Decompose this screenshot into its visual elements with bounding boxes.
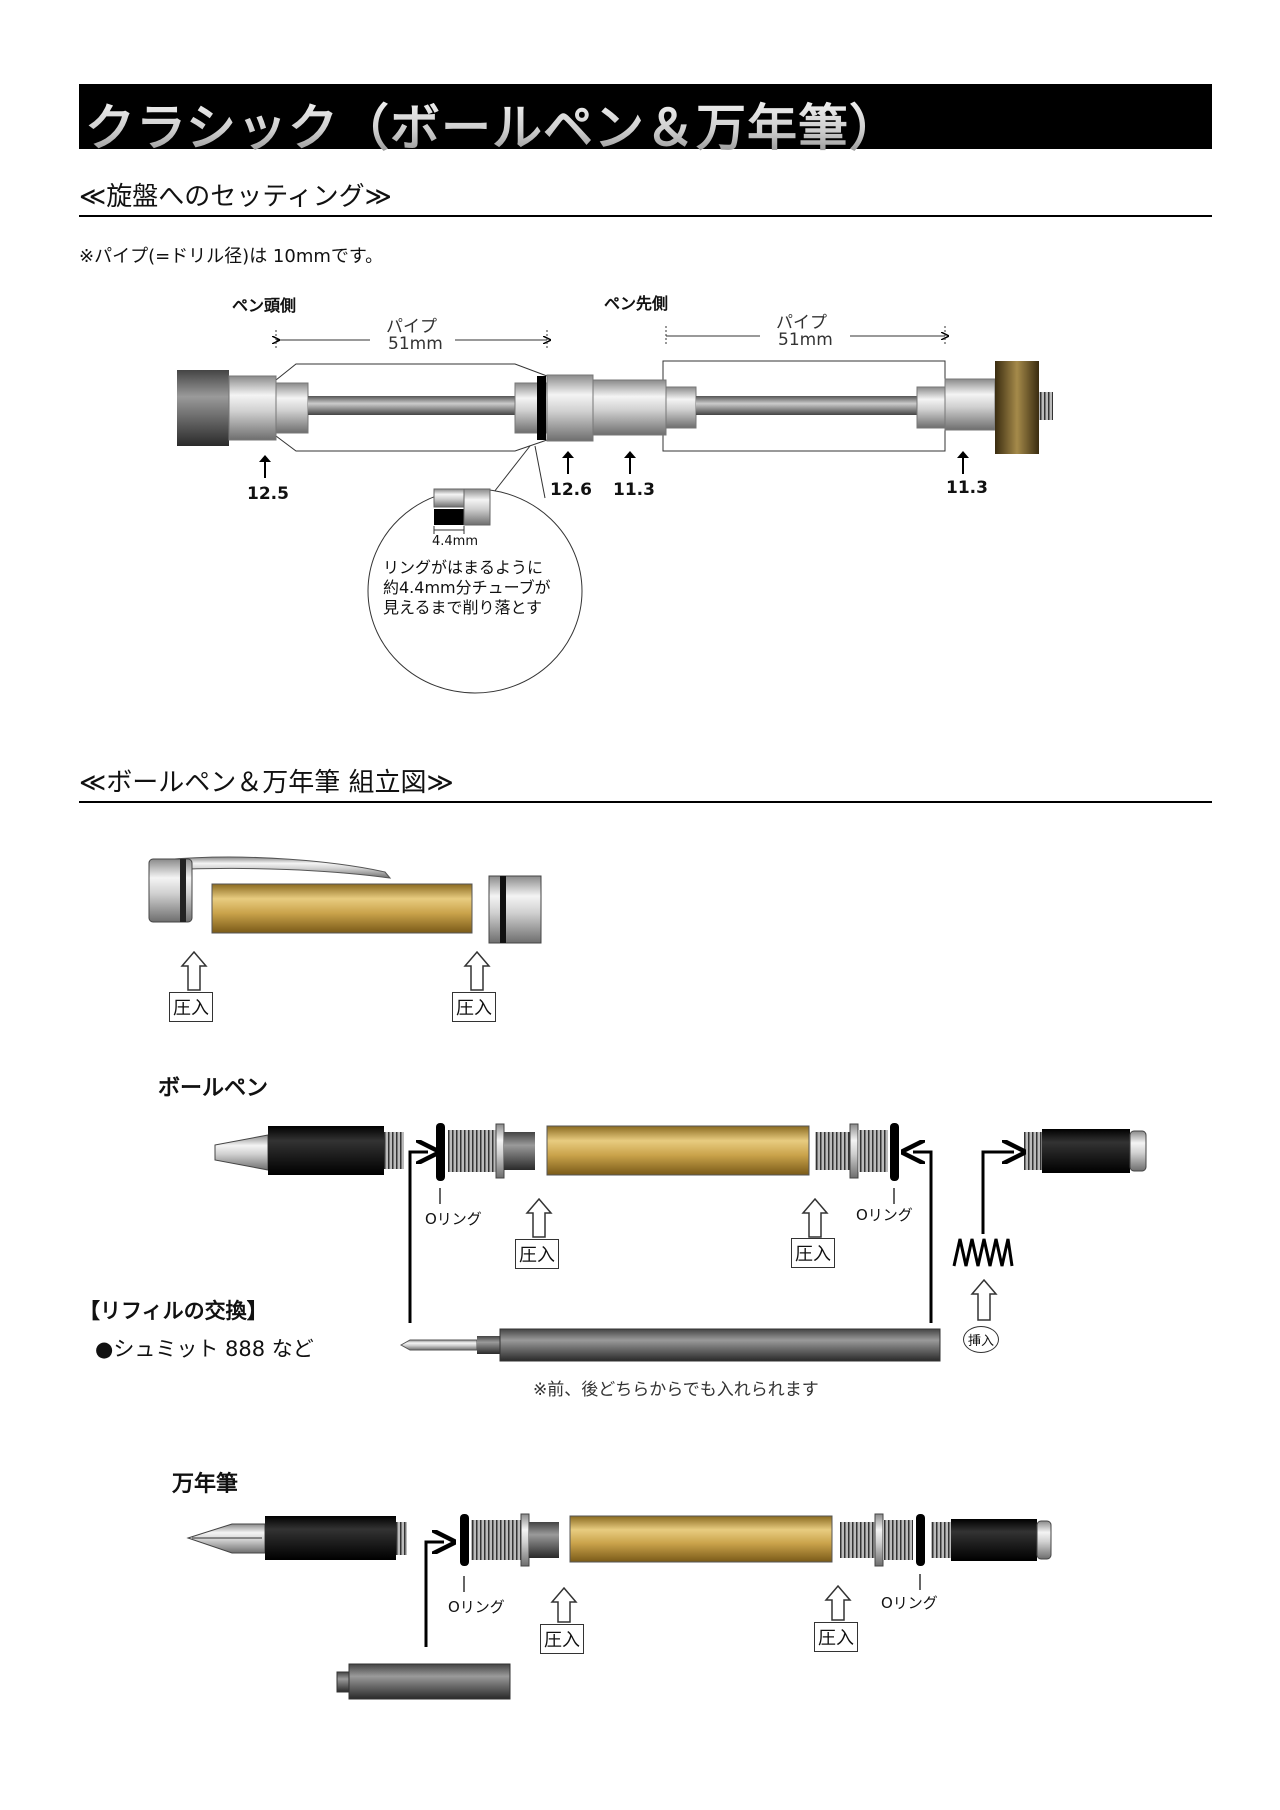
measurement-12-6: 12.6 bbox=[550, 480, 592, 500]
detail-line: 見えるまで削り落とす bbox=[383, 598, 543, 617]
ballpoint-assembly bbox=[214, 1123, 1147, 1362]
press-fit-label: 圧入 bbox=[169, 992, 213, 1022]
measurement-11-3-right: 11.3 bbox=[946, 478, 988, 498]
pipe-label-left: パイプ bbox=[386, 317, 437, 337]
pipe-length-left: 51mm bbox=[388, 334, 443, 354]
knurled-nut bbox=[995, 361, 1039, 454]
pen-tip-side-label: ペン先側 bbox=[604, 294, 669, 313]
lathe-mandrel-diagram bbox=[177, 326, 1053, 694]
o-ring-label: Oリング bbox=[856, 1206, 913, 1224]
refill-tip bbox=[399, 1339, 478, 1351]
o-ring-label: Oリング bbox=[448, 1598, 505, 1616]
ring-marker bbox=[537, 376, 546, 440]
o-ring-label: Oリング bbox=[881, 1594, 938, 1612]
section-heading-assembly: ≪ボールペン＆万年筆 組立図≫ bbox=[79, 762, 1212, 803]
title-bar: クラシック（ボールペン＆万年筆） bbox=[79, 84, 1212, 157]
gold-tube bbox=[211, 883, 473, 934]
ink-cartridge bbox=[348, 1663, 511, 1700]
refill-heading: 【リフィルの交換】 bbox=[79, 1299, 268, 1323]
press-fit-label: 圧入 bbox=[814, 1622, 858, 1652]
o-ring-label: Oリング bbox=[425, 1210, 482, 1228]
headstock-knob bbox=[177, 370, 229, 446]
insert-label: 挿入 bbox=[963, 1326, 1000, 1353]
section-heading-lathe: ≪旋盤へのセッティング≫ bbox=[79, 176, 1212, 217]
measurement-11-3: 11.3 bbox=[613, 480, 655, 500]
measurement-12-5: 12.5 bbox=[247, 484, 289, 504]
pipe-label-right: パイプ bbox=[776, 313, 827, 333]
cap-assembly bbox=[148, 856, 542, 991]
detail-line: リングがはまるように bbox=[383, 558, 544, 577]
refill-note: ※前、後どちらからでも入れられます bbox=[533, 1380, 819, 1400]
page-title: クラシック（ボールペン＆万年筆） bbox=[85, 88, 900, 160]
detail-line: 約4.4mm分チューブが bbox=[383, 578, 551, 597]
press-fit-label: 圧入 bbox=[452, 992, 496, 1022]
pen-clip bbox=[162, 856, 392, 879]
press-fit-label: 圧入 bbox=[791, 1238, 835, 1268]
detail-dimension: 4.4mm bbox=[432, 534, 479, 549]
press-fit-label: 圧入 bbox=[515, 1239, 559, 1269]
ballpoint-label: ボールペン bbox=[158, 1076, 269, 1101]
pipe-length-right: 51mm bbox=[778, 330, 833, 350]
press-fit-label: 圧入 bbox=[540, 1624, 584, 1654]
fountain-assembly bbox=[186, 1513, 1052, 1700]
refill-body bbox=[499, 1328, 941, 1362]
pen-head-side-label: ペン頭側 bbox=[232, 296, 297, 315]
detail-instructions: リングがはまるように 約4.4mm分チューブが 見えるまで削り落とす bbox=[383, 558, 551, 618]
spring bbox=[952, 1238, 1014, 1267]
refill-item: ●シュミット 888 など bbox=[95, 1337, 314, 1361]
fountain-pen-label: 万年筆 bbox=[172, 1472, 239, 1497]
pipe-note: ※パイプ(=ドリル径)は 10mmです。 bbox=[79, 246, 384, 267]
